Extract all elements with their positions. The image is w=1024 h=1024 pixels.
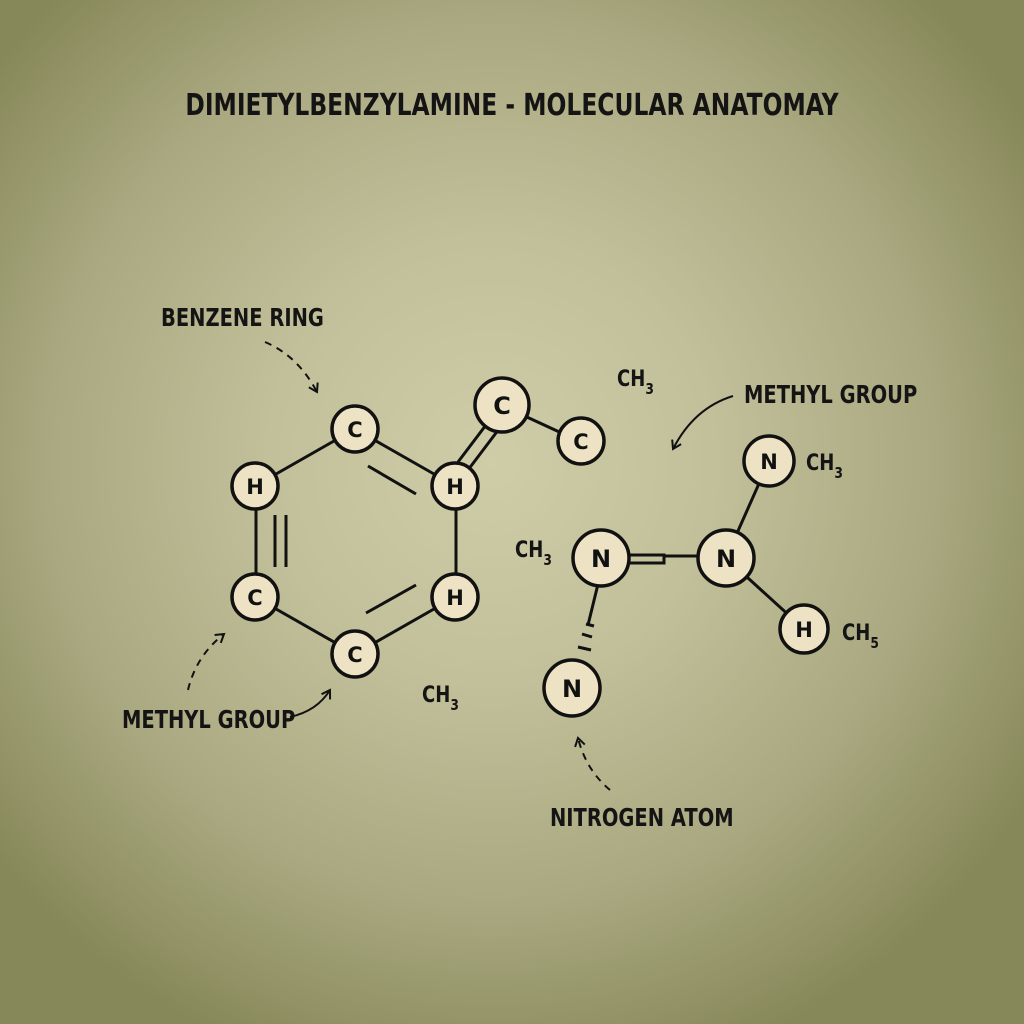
label-methyl-group-left: METHYL GROUP: [122, 706, 295, 735]
atom-ring-h-upper-left: H: [230, 461, 280, 511]
atom-ring-h-upper-right: H: [430, 461, 480, 511]
svg-text:H: H: [795, 618, 813, 642]
svg-text:C: C: [493, 392, 511, 420]
svg-text:H: H: [446, 475, 464, 499]
group-ch3-left-of-n: CH3: [515, 536, 552, 569]
atom-chain-c-upper: C: [473, 376, 531, 434]
atom-chain-c-right: C: [556, 416, 606, 466]
arrow-methyl-group-right-icon: [671, 395, 734, 451]
bond-h-ur-to-chain-c-a: [456, 420, 491, 463]
group-ch5-right: CH5: [842, 619, 879, 652]
page-title: DIMIETYLBENZYLAMINE - MOLECULAR ANATOMAY: [185, 88, 839, 123]
svg-text:C: C: [347, 418, 362, 442]
group-ch3-n-top: CH3: [806, 449, 843, 482]
atom-n-center: N: [696, 528, 756, 588]
bond-h-ur-to-chain-c-b: [466, 428, 501, 471]
bond-h-lr-c-bottom-double: [365, 583, 417, 615]
atom-n-bottom: N: [542, 658, 602, 718]
arrow-nitrogen-atom-icon: [574, 736, 611, 791]
label-benzene-ring: BENZENE RING: [161, 304, 324, 333]
svg-text:N: N: [716, 545, 736, 573]
svg-text:N: N: [760, 450, 778, 474]
atom-ring-c-bottom: C: [330, 629, 380, 679]
arrow-benzene-ring-icon: [264, 341, 319, 394]
arrow-methyl-group-left-up-icon: [187, 632, 226, 691]
group-ch3-bottom: CH3: [422, 681, 459, 714]
atom-ring-c-lower-left: C: [230, 572, 280, 622]
label-nitrogen-atom: NITROGEN ATOM: [550, 804, 734, 833]
bond-broken-dash-2: [581, 632, 593, 639]
svg-text:C: C: [573, 430, 588, 454]
bond-c-top-h-ur-double: [367, 464, 417, 496]
bond-broken-dash-1: [585, 622, 595, 628]
atom-h-right: H: [778, 603, 830, 655]
svg-text:C: C: [347, 643, 362, 667]
svg-text:N: N: [591, 545, 611, 573]
atom-n-left: N: [571, 528, 631, 588]
atom-ring-c-top: C: [330, 404, 380, 454]
group-ch3-top: CH3: [617, 365, 654, 398]
atom-ring-h-lower-right: H: [430, 572, 480, 622]
atom-n-top-right: N: [742, 434, 796, 488]
svg-text:C: C: [247, 586, 262, 610]
svg-text:H: H: [446, 586, 464, 610]
bond-broken-dash-3: [577, 645, 592, 652]
svg-text:H: H: [246, 475, 264, 499]
label-methyl-group-right: METHYL GROUP: [744, 381, 917, 410]
arrow-methyl-group-left-right-icon: [289, 688, 332, 718]
svg-text:N: N: [562, 675, 582, 703]
